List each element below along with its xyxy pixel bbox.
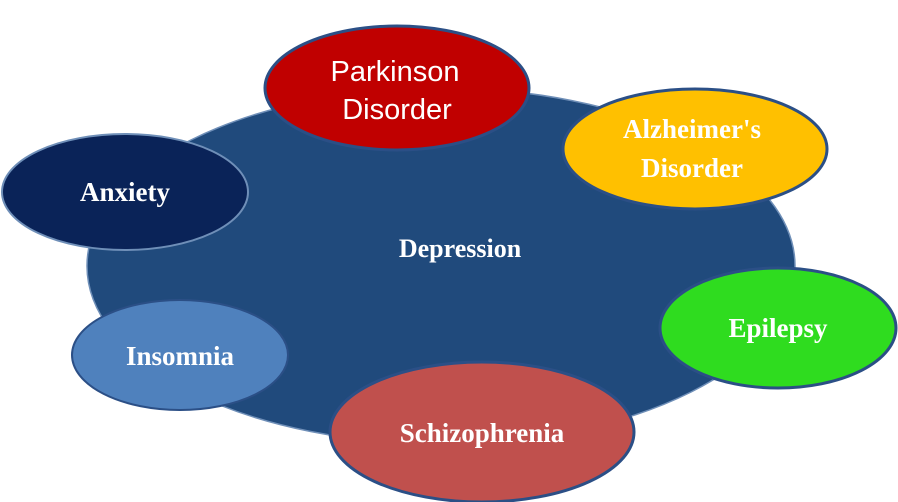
anxiety-label: Anxiety <box>80 177 170 207</box>
depression-label: Depression <box>399 234 522 263</box>
anxiety-ellipse <box>1 133 249 251</box>
parkinson-label-line2: Disorder <box>342 94 452 126</box>
parkinson-label-line1: Parkinson <box>331 56 460 88</box>
epilepsy-label: Epilepsy <box>728 313 828 343</box>
insomnia-label: Insomnia <box>126 341 235 371</box>
alzheimer-label-line1: Alzheimer's <box>623 114 761 144</box>
parkinson-ellipse <box>263 24 531 152</box>
schizophrenia-label: Schizophrenia <box>400 418 565 448</box>
alzheimer-label-line2: Disorder <box>641 153 743 183</box>
epilepsy-ellipse <box>658 266 898 390</box>
schizophrenia-ellipse <box>328 360 636 502</box>
insomnia-ellipse <box>71 299 289 411</box>
alzheimer-ellipse <box>561 87 829 211</box>
